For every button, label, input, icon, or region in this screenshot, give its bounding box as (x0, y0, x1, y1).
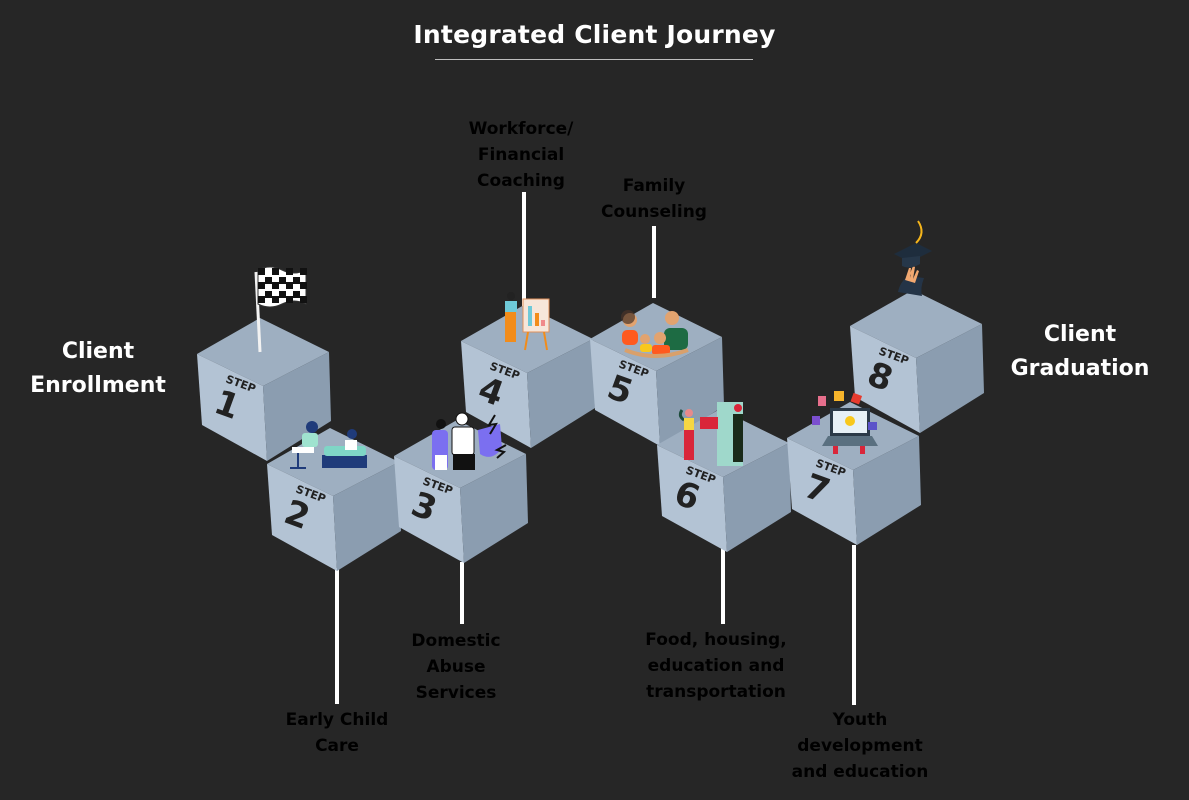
service-label-line: Youth (832, 710, 888, 730)
checkered-flag-icon (254, 266, 307, 353)
service-label-line: Financial (477, 145, 565, 165)
service-label-step-7: Youth development and education (760, 707, 960, 785)
client-graduation-label: Client Graduation (995, 318, 1165, 386)
cube-left-face (787, 438, 857, 545)
cube-left-face (590, 339, 660, 446)
leader-line-step-5 (652, 226, 656, 298)
service-label-line: Abuse (426, 657, 486, 677)
service-label-line: transportation (646, 682, 786, 702)
service-label-line: Early Child (285, 710, 389, 730)
cube-left-face (267, 464, 337, 571)
service-label-step-6: Food, housing, education and transportat… (616, 627, 816, 705)
leader-line-step-6 (721, 548, 725, 624)
cube-right-face (263, 352, 331, 461)
delivery-handoff-icon (678, 402, 743, 466)
client-enrollment-line-2: Enrollment (30, 373, 166, 398)
cube-right-face (853, 436, 921, 545)
cube-left-face (461, 341, 531, 448)
cube-right-face (656, 337, 724, 446)
client-graduation-line-1: Client (1043, 322, 1117, 347)
service-label-line: Coaching (477, 171, 565, 191)
service-label-step-5: Family Counseling (574, 173, 734, 225)
leader-line-step-2 (335, 568, 339, 704)
cube-left-face (197, 354, 267, 461)
page-title: Integrated Client Journey (413, 20, 776, 49)
family-icon (621, 310, 689, 358)
title-underline (435, 59, 753, 60)
cube-right-face (723, 443, 791, 552)
leader-line-step-4 (522, 192, 526, 332)
client-enrollment-line-1: Client (61, 339, 135, 364)
service-label-line: education and (647, 656, 785, 676)
domestic-abuse-support-icon (432, 412, 507, 470)
cube-left-face (850, 326, 920, 433)
service-label-line: Services (415, 683, 497, 703)
child-care-icon (290, 421, 367, 469)
service-label-step-3: Domestic Abuse Services (376, 628, 536, 706)
graduation-cap-icon (894, 220, 932, 296)
cube-right-face (460, 454, 528, 563)
service-label-line: and education (791, 762, 929, 782)
service-label-line: Food, housing, (645, 630, 787, 650)
cube-right-face (333, 462, 401, 571)
laptop-learning-icon (812, 391, 878, 454)
service-label-line: Family (622, 176, 686, 196)
service-label-step-2: Early Child Care (257, 707, 417, 759)
service-label-line: Workforce/ (468, 119, 574, 139)
service-label-step-4: Workforce/ Financial Coaching (441, 116, 601, 194)
service-label-line: development (797, 736, 923, 756)
service-label-line: Counseling (601, 202, 707, 222)
service-label-line: Domestic (411, 631, 501, 651)
client-graduation-line-2: Graduation (1010, 356, 1150, 381)
leader-line-step-7 (852, 545, 856, 705)
cube-right-face (527, 339, 595, 448)
leader-line-step-3 (460, 562, 464, 624)
service-label-line: Care (315, 736, 359, 756)
cube-left-face (394, 456, 464, 563)
financial-coaching-icon (505, 292, 550, 351)
cube-right-face (916, 324, 984, 433)
client-enrollment-label: Client Enrollment (18, 335, 178, 403)
cube-left-face (657, 445, 727, 552)
